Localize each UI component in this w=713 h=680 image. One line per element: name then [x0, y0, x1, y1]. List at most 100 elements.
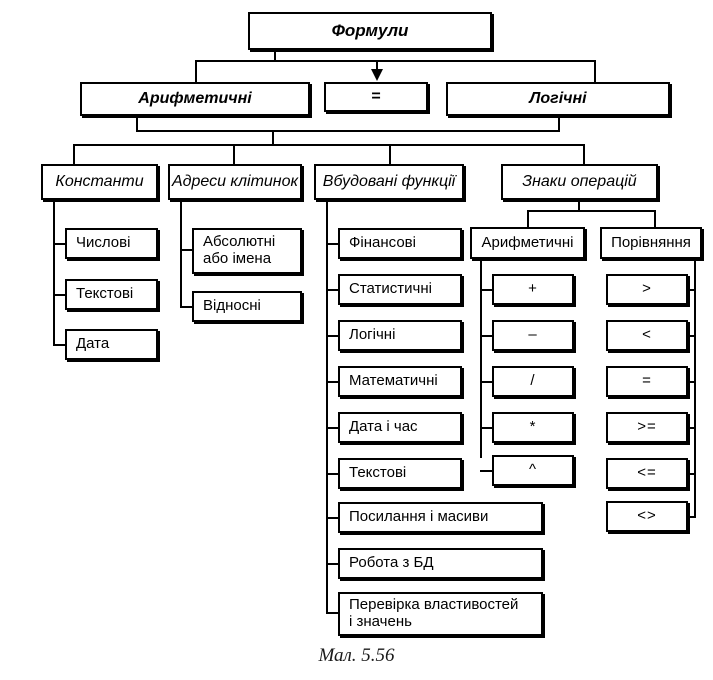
- node-builtin-functions: Вбудовані функції: [314, 164, 464, 200]
- node-operator-plus: +: [492, 274, 574, 305]
- node-operation-signs: Знаки операцій: [501, 164, 658, 200]
- connector-constants-stub-2: [53, 294, 66, 296]
- connector-to-logical: [594, 60, 596, 82]
- connector-op-comp-rail: [694, 259, 696, 516]
- node-constant-text: Текстові: [65, 279, 158, 310]
- connector-operations-stem: [578, 200, 580, 212]
- connector-op-arith-stub-4: [480, 427, 493, 429]
- connector-functions-stub-1: [326, 243, 339, 245]
- node-logical-formulas: Логічні: [446, 82, 670, 116]
- node-formulas: Формули: [248, 12, 492, 50]
- connector-root-stem: [274, 50, 276, 62]
- node-operator-not-equal: <>: [606, 501, 688, 532]
- node-function-financial-label: Фінансові: [349, 234, 416, 252]
- connector-op-comp-stub-5: [682, 473, 696, 475]
- node-function-text-label: Текстові: [349, 464, 407, 482]
- connector-operations-bus: [527, 210, 656, 212]
- connector-op-arith-stub-1: [480, 289, 493, 291]
- connector-functions-stub-7: [326, 517, 339, 519]
- node-operator-divide: /: [492, 366, 574, 397]
- connector-functions-stub-4: [326, 381, 339, 383]
- node-operator-equal: =: [606, 366, 688, 397]
- connector-op-comp-stub-3: [682, 381, 696, 383]
- connector-to-equals: [376, 60, 378, 70]
- connector-merge-bus: [136, 130, 560, 132]
- connector-functions-stub-9: [326, 612, 339, 614]
- figure-caption: Мал. 5.56: [318, 645, 395, 666]
- node-operator-less-equal-label: <=: [637, 464, 657, 482]
- node-equals-sign: =: [324, 82, 428, 112]
- node-function-statistical-label: Статистичні: [349, 280, 432, 298]
- node-function-check-properties-line1: Перевірка властивостей: [349, 596, 519, 614]
- connector-addresses-stub-1: [180, 249, 193, 251]
- node-function-check-properties-line2: і значень: [349, 613, 412, 630]
- node-operator-less-label: <: [642, 326, 652, 344]
- arrowhead-equals-icon: [371, 69, 383, 81]
- connector-to-constants: [73, 144, 75, 164]
- node-function-mathematical-label: Математичні: [349, 372, 438, 390]
- node-operator-multiply: *: [492, 412, 574, 443]
- connector-arith-down: [136, 116, 138, 132]
- node-operation-signs-label: Знаки операцій: [522, 173, 637, 191]
- node-function-logical-label: Логічні: [349, 326, 396, 344]
- node-constant-numeric: Числові: [65, 228, 158, 259]
- node-function-references-arrays: Посилання і масиви: [338, 502, 543, 533]
- node-constant-text-label: Текстові: [76, 285, 134, 303]
- connector-merge-stem: [272, 130, 274, 146]
- node-op-arithmetic-label: Арифметичні: [481, 233, 574, 251]
- node-function-financial: Фінансові: [338, 228, 462, 259]
- node-arithmetic-formulas-label: Арифметичні: [138, 90, 252, 108]
- node-function-database: Робота з БД: [338, 548, 543, 579]
- node-operator-minus-label: –: [528, 326, 538, 344]
- connector-root-bus: [195, 60, 596, 62]
- connector-constants-stub-3: [53, 344, 66, 346]
- node-constant-date: Дата: [65, 329, 158, 360]
- node-function-text: Текстові: [338, 458, 462, 489]
- node-builtin-functions-label: Вбудовані функції: [322, 173, 456, 191]
- node-function-logical: Логічні: [338, 320, 462, 351]
- node-function-database-label: Робота з БД: [349, 554, 434, 572]
- node-operator-power: ^: [492, 455, 574, 486]
- connector-to-addresses: [233, 144, 235, 164]
- node-operator-greater-equal-label: >=: [637, 418, 657, 436]
- node-function-datetime-label: Дата і час: [349, 418, 418, 436]
- connector-op-arith-stub-5: [480, 470, 493, 472]
- connector-to-op-comparison: [654, 210, 656, 227]
- connector-op-arith-stub-3: [480, 381, 493, 383]
- node-operator-greater: >: [606, 274, 688, 305]
- node-function-statistical: Статистичні: [338, 274, 462, 305]
- connector-op-arith-stub-2: [480, 335, 493, 337]
- connector-addresses-stub-2: [180, 306, 193, 308]
- connector-to-op-arithmetic: [527, 210, 529, 227]
- node-constants-label: Константи: [55, 173, 144, 191]
- connector-level3-bus: [73, 144, 585, 146]
- node-op-comparison: Порівняння: [600, 227, 702, 259]
- node-arithmetic-formulas: Арифметичні: [80, 82, 310, 116]
- connector-functions-stub-8: [326, 563, 339, 565]
- node-operator-plus-label: +: [528, 280, 538, 298]
- node-function-datetime: Дата і час: [338, 412, 462, 443]
- node-address-relative-label: Відносні: [203, 297, 261, 315]
- node-function-references-arrays-label: Посилання і масиви: [349, 508, 489, 526]
- connector-to-operations: [583, 144, 585, 164]
- node-operator-equal-label: =: [642, 372, 652, 390]
- node-logical-formulas-label: Логічні: [529, 90, 587, 108]
- node-operator-greater-label: >: [642, 280, 652, 298]
- connector-functions-stub-2: [326, 289, 339, 291]
- connector-functions-stub-5: [326, 427, 339, 429]
- node-operator-greater-equal: >=: [606, 412, 688, 443]
- node-address-relative: Відносні: [192, 291, 302, 322]
- node-address-absolute-line1: Абсолютні: [203, 233, 276, 251]
- connector-functions-rail: [326, 200, 328, 614]
- node-address-absolute-line2: або імена: [203, 250, 272, 267]
- connector-constants-rail: [53, 200, 55, 346]
- connector-op-arith-rail: [480, 259, 482, 458]
- node-constant-date-label: Дата: [76, 335, 110, 353]
- connector-addresses-rail: [180, 200, 182, 308]
- node-operator-divide-label: /: [530, 372, 536, 390]
- node-op-arithmetic: Арифметичні: [470, 227, 585, 259]
- connector-to-functions: [389, 144, 391, 164]
